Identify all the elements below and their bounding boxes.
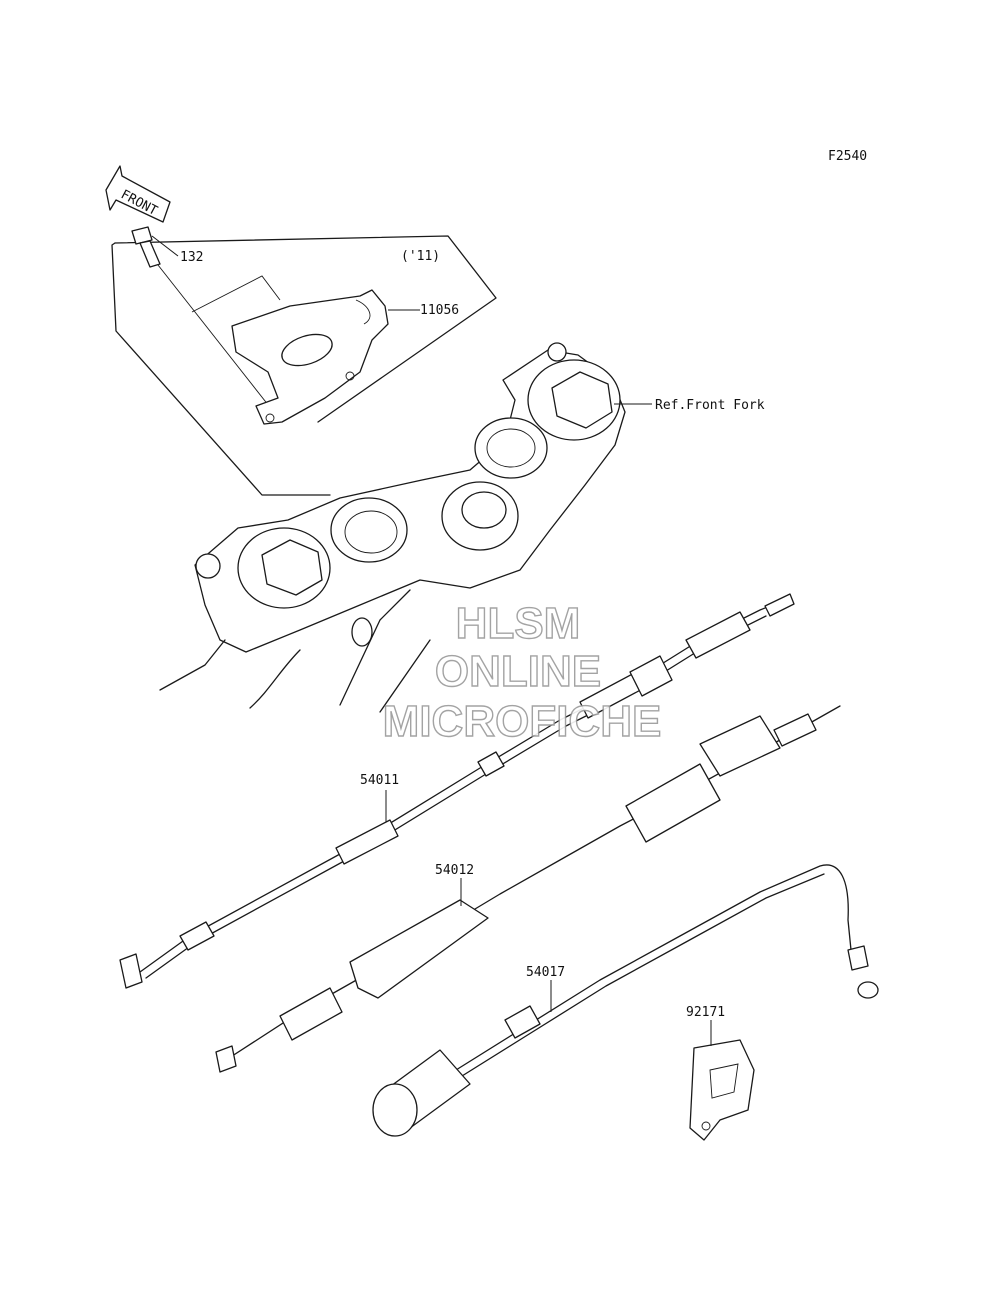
watermark-line-2: ONLINE: [435, 647, 601, 696]
part-label-92171: 92171: [686, 1005, 725, 1020]
cable-54012: [215, 705, 841, 1073]
diagram-code: F2540: [828, 149, 867, 164]
part-label-132: 132: [180, 250, 203, 265]
watermark: HLSM ONLINE MICROFICHE: [382, 598, 662, 746]
front-arrow-icon: FRONT: [105, 165, 171, 223]
bracket-11056: [191, 275, 420, 425]
inset-year-label: ('11): [401, 249, 440, 264]
part-label-54011: 54011: [360, 773, 399, 788]
watermark-line-3: MICROFICHE: [383, 697, 662, 746]
part-label-11056: 11056: [420, 303, 459, 318]
watermark-line-1: HLSM: [456, 599, 581, 648]
part-label-54012: 54012: [435, 863, 474, 878]
part-label-54017: 54017: [526, 965, 565, 980]
cable-54017: [372, 864, 879, 1137]
bolt-132: [131, 226, 281, 421]
cable-54011: [119, 593, 795, 989]
inset-box: ('11): [111, 235, 497, 496]
triple-clamp: [159, 342, 652, 713]
clamp-92171: [689, 1020, 755, 1141]
ref-front-fork-label: Ref.Front Fork: [655, 398, 765, 413]
